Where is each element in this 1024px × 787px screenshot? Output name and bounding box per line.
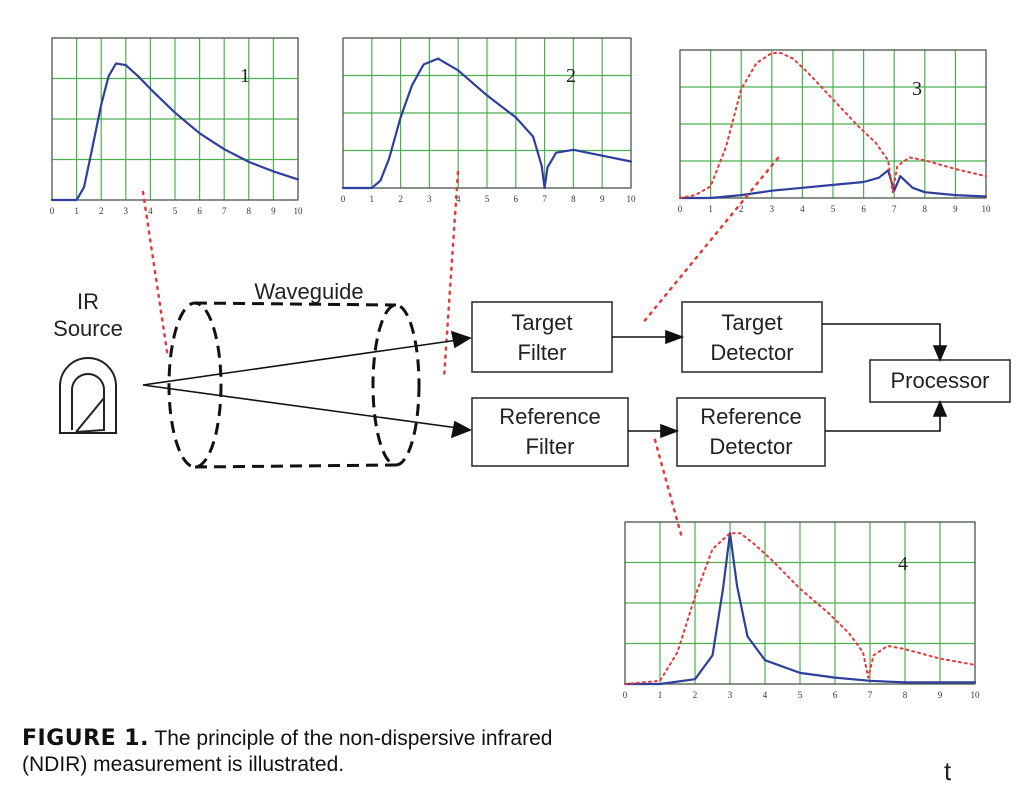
x-tick-label: 5 [798,690,803,700]
plot-frame [624,521,976,685]
x-tick-label: 8 [571,194,576,204]
x-tick-label: 10 [294,206,304,216]
x-tick-label: 10 [971,690,981,700]
x-tick-label: 2 [693,690,698,700]
x-tick-label: 0 [50,206,55,216]
solid-curve [623,532,977,686]
x-tick-label: 1 [370,194,375,204]
x-tick-label: 7 [542,194,547,204]
x-tick-label: 0 [623,690,628,700]
leader-line-2 [442,170,460,380]
blocks [471,301,1011,467]
leader-line-1 [141,190,170,360]
solid-curve [678,169,988,200]
caption-line-1: The principle of the non-dispersive infr… [148,727,553,750]
x-tick-label: 7 [868,690,873,700]
target-detector-box [681,301,823,373]
x-tick-label: 4 [763,690,768,700]
processor-label: Processor [890,368,989,393]
x-tick-label: 2 [739,204,744,214]
waveguide-label: Waveguide [254,279,363,304]
solid-curve [341,57,633,190]
block-arrows [612,323,948,439]
x-tick-label: 3 [124,206,129,216]
x-tick-label: 2 [398,194,403,204]
dotted-curve [679,52,987,199]
x-tick-label: 1 [74,206,79,216]
ir-source-icon [59,357,117,434]
target-filter-box [471,301,613,373]
x-tick-label: 9 [271,206,276,216]
x-tick-label: 9 [953,204,958,214]
x-tick-label: 4 [800,204,805,214]
x-tick-label: 6 [197,206,202,216]
target-detector-label-1: Target [721,310,782,335]
x-tick-label: 9 [938,690,943,700]
x-tick-label: 7 [222,206,227,216]
plot-number-1: 1 [240,65,250,87]
x-tick-label: 10 [627,194,637,204]
reference-detector-label-1: Reference [700,404,802,429]
ir-source-label-1: IR [77,289,99,314]
target-filter-label-2: Filter [518,340,567,365]
plot-frame [679,49,987,199]
dotted-curve [624,532,976,685]
plot-panel-4: 0 1 2 3 4 5 6 7 8 9 10 [623,521,981,700]
solid-curve [50,62,300,202]
processor-box [869,359,1011,403]
figure-caption: FIGURE 1. The principle of the non-dispe… [22,726,742,778]
reference-filter-label-1: Reference [499,404,601,429]
x-tick-label: 5 [485,194,490,204]
caption-line-2: (NDIR) measurement is illustrated. [22,753,345,776]
footer-text-fragment: t [944,756,952,786]
plot-frame [342,37,632,189]
x-tick-label: 3 [427,194,432,204]
waveguide-shape [167,301,421,469]
target-filter-label-1: Target [511,310,572,335]
x-tick-label: 7 [892,204,897,214]
x-tick-label: 5 [831,204,836,214]
x-tick-label: 10 [982,204,992,214]
plot-panel-1: 0 1 2 3 4 5 6 7 8 9 10 [50,37,304,216]
x-tick-label: 1 [658,690,663,700]
x-tick-label: 6 [833,690,838,700]
leader-line-4 [653,438,684,540]
x-tick-label: 3 [728,690,733,700]
x-tick-label: 0 [341,194,346,204]
reference-filter-label-2: Filter [526,434,575,459]
x-tick-label: 5 [173,206,178,216]
plot-frame [51,37,299,201]
target-detector-label-2: Detector [710,340,793,365]
x-tick-label: 6 [514,194,519,204]
plot-number-3: 3 [912,78,922,100]
x-tick-label: 3 [770,204,775,214]
plot-number-4: 4 [898,553,908,575]
beam-lines [142,330,472,439]
x-tick-label: 4 [456,194,461,204]
leader-line-3 [640,156,780,326]
caption-lead: FIGURE 1. [22,726,149,751]
x-tick-label: 8 [903,690,908,700]
x-tick-label: 8 [247,206,252,216]
ir-source-label-2: Source [53,316,123,341]
x-tick-label: 6 [861,204,866,214]
reference-detector-label-2: Detector [709,434,792,459]
plot-panel-3: 0 1 2 3 4 5 6 7 8 9 10 [678,49,992,214]
x-tick-label: 9 [600,194,605,204]
x-tick-label: 1 [708,204,713,214]
reference-detector-box [676,397,826,467]
x-tick-label: 8 [923,204,928,214]
x-tick-label: 0 [678,204,683,214]
x-tick-label: 4 [148,206,153,216]
leader-lines [141,156,780,540]
plot-number-2: 2 [566,65,576,87]
plot-panel-2: 0 1 2 3 4 5 6 7 8 9 10 [341,37,637,204]
reference-filter-box [471,397,629,467]
x-tick-label: 2 [99,206,104,216]
